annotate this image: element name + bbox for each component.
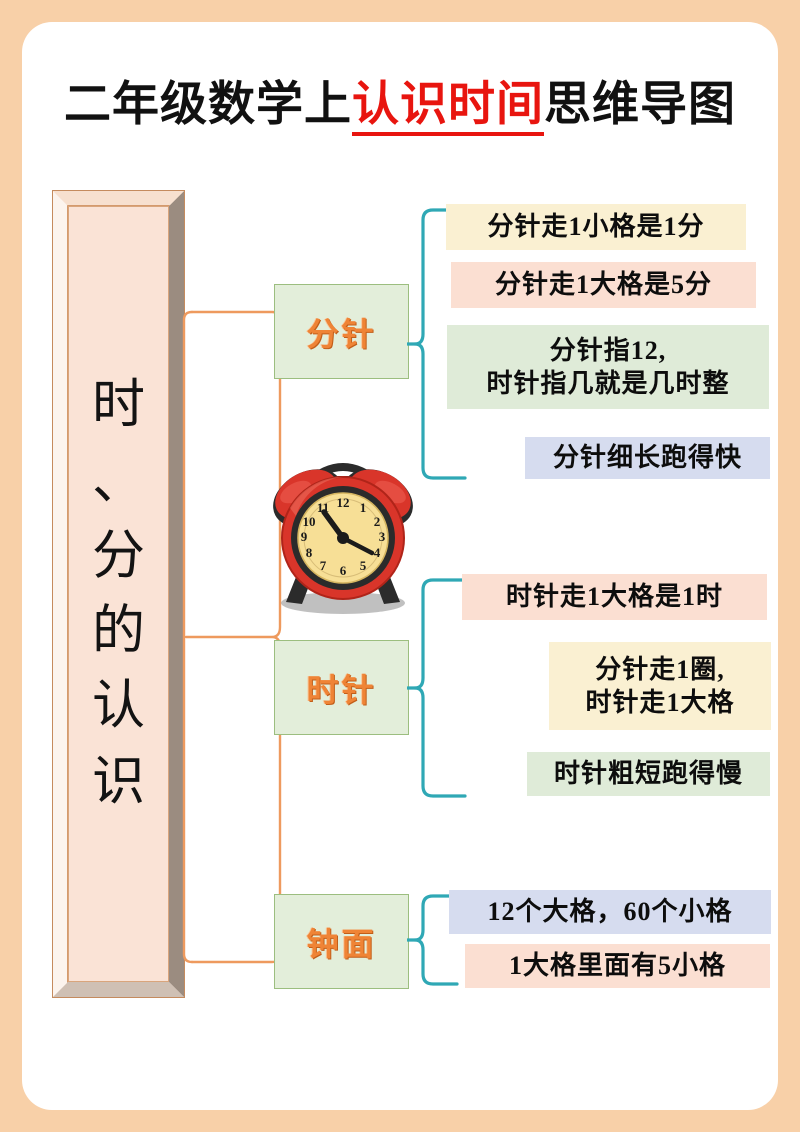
title-before: 二年级数学上 [64,79,352,131]
svg-text:3: 3 [379,529,386,544]
root-char: 、 [92,451,145,510]
leaf-line: 分针指12, [549,335,667,365]
branch-box-clock-face[interactable]: 钟面 [274,894,409,989]
branch-box-hour-hand[interactable]: 时针 [274,640,409,735]
leaf-line: 时针走1大格是1时 [505,582,723,612]
page-title: 二年级数学上认识时间思维导图 [22,79,778,136]
svg-text:6: 6 [340,563,347,578]
bevel-right [169,191,184,997]
leaf-item[interactable]: 时针走1大格是1时 [462,574,767,620]
leaf-line: 分针走1圈, [595,654,725,684]
title-highlight: 认识时间 [352,79,544,136]
branch-label: 钟面 [306,925,377,962]
leaf-line: 分针走1小格是1分 [487,212,705,242]
leaf-item[interactable]: 12个大格，60个小格 [449,890,771,934]
leaf-item[interactable]: 分针走1圈, 时针走1大格 [549,642,771,730]
worksheet-card: 二年级数学上认识时间思维导图 时 、 分 的 认 识 [22,22,778,1110]
leaf-line: 12个大格，60个小格 [487,897,733,927]
svg-text:4: 4 [374,545,381,560]
root-char: 时 [92,376,145,435]
leaf-line: 时针粗短跑得慢 [553,759,743,789]
root-char: 认 [92,677,145,736]
root-topic-box: 时 、 分 的 认 识 [52,190,185,998]
root-char: 的 [92,602,145,660]
bevel-left [53,191,68,997]
root-branch-connector [182,310,282,964]
root-inner-panel [68,206,169,982]
leaf-item[interactable]: 分针细长跑得快 [525,437,770,479]
svg-text:12: 12 [337,495,350,510]
leaf-line: 分针走1大格是5分 [494,270,712,300]
svg-text:1: 1 [360,500,367,515]
branch-label: 分针 [306,315,377,352]
leaf-item[interactable]: 分针走1小格是1分 [446,204,746,250]
leaf-item[interactable]: 1大格里面有5小格 [465,944,770,988]
alarm-clock-icon: 12 1 2 3 4 5 6 7 8 9 10 11 [250,446,436,624]
leaf-item[interactable]: 时针粗短跑得慢 [527,752,770,796]
title-after: 思维导图 [544,79,736,131]
bevel-bottom [53,982,184,997]
leaf-line: 分针细长跑得快 [552,443,742,473]
svg-text:9: 9 [301,529,308,544]
svg-text:10: 10 [303,514,316,529]
leaf-item[interactable]: 分针走1大格是5分 [451,262,756,308]
leaf-item[interactable]: 分针指12, 时针指几就是几时整 [447,325,769,409]
root-char: 分 [92,526,145,585]
svg-text:5: 5 [360,558,367,573]
svg-text:7: 7 [320,558,327,573]
branch-box-minute-hand[interactable]: 分针 [274,284,409,379]
leaf-line: 时针指几就是几时整 [486,369,730,398]
branch-label: 时针 [306,671,377,708]
root-char: 识 [92,752,145,811]
svg-text:8: 8 [306,545,313,560]
root-topic-label: 时 、 分 的 认 识 [75,213,162,975]
frame-bevel [53,191,184,997]
leaf-line: 时针走1大格 [585,688,735,717]
svg-text:2: 2 [374,514,381,529]
bevel-top [53,191,184,206]
leaf-line: 1大格里面有5小格 [508,951,726,981]
